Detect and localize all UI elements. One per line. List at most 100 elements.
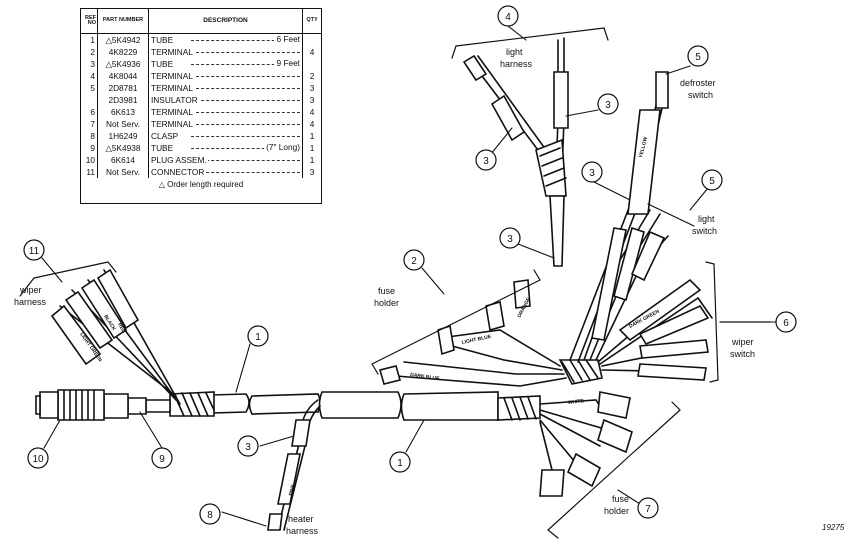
svg-text:3: 3	[507, 234, 513, 245]
row-ref-no	[81, 94, 98, 106]
row-description: TUBE(7" Long)	[148, 142, 303, 154]
svg-text:3: 3	[589, 168, 595, 179]
label-fuse-holder-top-2: holder	[374, 298, 399, 308]
label-heater-harness-1: heater	[288, 514, 314, 524]
label-light-switch-2: switch	[692, 226, 717, 236]
row-dot-leader	[191, 40, 300, 41]
svg-text:3: 3	[483, 156, 489, 167]
row-ref-no: 3	[81, 58, 98, 70]
label-fuse-holder-bottom-2: holder	[604, 506, 629, 516]
main-trunk	[35, 389, 541, 421]
wire-label-pink: PINK	[288, 483, 297, 496]
svg-text:5: 5	[709, 176, 715, 187]
row-description: TERMINAL	[148, 106, 303, 118]
row-dot-leader	[191, 136, 300, 137]
row-description: TERMINAL	[148, 46, 303, 58]
svg-text:3: 3	[605, 100, 611, 111]
row-description: TUBE 9 Feet	[148, 58, 303, 70]
row-part-number: 6K613	[97, 106, 149, 118]
row-part-number: △5K4938	[97, 142, 149, 154]
callout-3-defroster-tube: 3	[581, 161, 603, 183]
wire-label-white: WHITE	[568, 398, 585, 406]
row-qty: 1	[309, 130, 315, 141]
svg-text:3: 3	[245, 442, 251, 453]
label-wiper-harness-2: harness	[14, 297, 47, 307]
row-qty: 4	[309, 106, 315, 117]
row-description-text: TERMINAL	[151, 46, 194, 57]
callout-leaders	[41, 25, 777, 527]
row-ref-no: 8	[81, 130, 98, 142]
row-qty	[303, 34, 322, 47]
row-part-number: 1H6249	[97, 130, 149, 142]
row-dot-leader	[191, 160, 300, 161]
row-qty: 3	[309, 166, 315, 177]
row-description: TERMINAL	[148, 118, 303, 130]
row-length-note: 6 Feet	[274, 34, 300, 44]
label-fuse-holder-bottom-1: fuse	[612, 494, 629, 504]
label-light-harness-1: light	[506, 47, 523, 57]
label-wiper-harness-1: wiper	[19, 285, 42, 295]
row-part-number: 4K8044	[97, 70, 149, 82]
row-length-note: 9 Feet	[274, 58, 300, 68]
svg-text:1: 1	[397, 458, 403, 469]
wiper-harness-branch	[19, 261, 181, 405]
label-defroster-1: defroster	[680, 78, 716, 88]
svg-text:1: 1	[255, 332, 261, 343]
row-ref-no: 9	[81, 142, 98, 154]
row-description-text: TERMINAL	[151, 118, 194, 129]
row-part-number: Not Serv.	[97, 118, 149, 130]
row-dot-leader	[191, 172, 300, 173]
row-dot-leader	[191, 124, 300, 125]
svg-text:4: 4	[505, 12, 511, 23]
row-qty	[303, 58, 322, 70]
row-description-text: TUBE	[151, 58, 175, 69]
row-description-text: PLUG ASSEM.	[151, 154, 208, 165]
row-dot-leader	[191, 100, 300, 101]
row-dot-leader	[191, 76, 300, 77]
svg-text:2: 2	[411, 256, 417, 267]
callout-9: 9	[151, 447, 173, 469]
label-heater-harness-2: harness	[286, 526, 319, 536]
callout-11: 11	[23, 239, 45, 261]
row-part-number: 2D8781	[97, 82, 149, 94]
row-qty: 4	[309, 118, 315, 129]
row-length-note: (7" Long)	[264, 142, 300, 152]
callout-1-left: 1	[247, 325, 269, 347]
heater-harness-branch	[267, 399, 321, 531]
parts-list-table: REF NO PART NUMBER DESCRIPTION QTY 1△5K4…	[80, 8, 322, 204]
row-ref-no: 6	[81, 106, 98, 118]
row-part-number: 6K614	[97, 154, 149, 166]
row-qty: 3	[309, 82, 315, 93]
wire-label-yellow: YELLOW	[638, 136, 649, 158]
label-wiper-switch-2: switch	[730, 349, 755, 359]
callout-3-lower-tube: 3	[499, 227, 521, 249]
row-description-text: TERMINAL	[151, 106, 194, 117]
svg-text:9: 9	[159, 454, 165, 465]
row-ref-no: 4	[81, 70, 98, 82]
callout-8: 8	[199, 503, 221, 525]
row-dot-leader	[191, 52, 300, 53]
row-description-text: INSULATOR	[151, 94, 199, 105]
row-description: TERMINAL	[148, 82, 303, 94]
row-description-text: CLASP	[151, 130, 180, 141]
row-part-number: Not Serv.	[97, 166, 149, 178]
row-part-number: △5K4942	[97, 33, 149, 46]
row-description-text: CONNECTOR	[151, 166, 206, 177]
callout-4: 4	[497, 5, 519, 27]
row-ref-no: 10	[81, 154, 98, 166]
label-wiper-switch-1: wiper	[731, 337, 754, 347]
row-qty: 1	[309, 154, 315, 165]
row-qty: 2	[309, 70, 315, 81]
callout-5-defroster: 5	[687, 45, 709, 67]
callout-3-heater: 3	[237, 435, 259, 457]
callout-2: 2	[403, 249, 425, 271]
